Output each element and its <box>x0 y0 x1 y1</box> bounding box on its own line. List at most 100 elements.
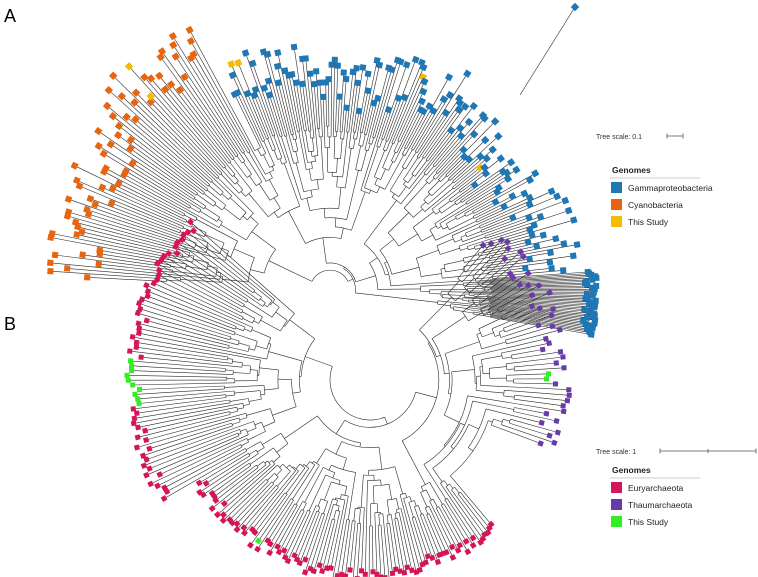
legend-a-swatch-cyanobacteria <box>611 199 622 210</box>
tree-b-branch <box>181 239 254 293</box>
tree-a-leaf-marker <box>481 169 491 178</box>
tree-b-leaf-marker <box>233 525 241 534</box>
tree-a-branch-arc <box>348 147 354 149</box>
tree-b-leaf-marker <box>132 391 138 398</box>
tree-a-branch <box>482 261 550 272</box>
tree-b-branch <box>275 311 288 321</box>
tree-b-leaf-marker <box>503 238 511 246</box>
tree-a-leaf-marker <box>281 67 289 75</box>
tree-a-branch <box>411 157 424 175</box>
tree-a-branches <box>50 6 597 335</box>
tree-a-branch <box>431 167 485 210</box>
tree-b-branch <box>227 358 233 360</box>
tree-a-leaf-marker <box>107 199 116 207</box>
tree-a-leaf-marker <box>569 252 577 260</box>
tree-a-leaf-marker <box>463 69 472 78</box>
tree-a-leaf-marker <box>104 85 114 95</box>
tree-b-branch <box>319 518 333 566</box>
tree-b-leaf-marker <box>560 408 567 415</box>
tree-b-branch <box>259 367 279 371</box>
tree-b-leaf-marker <box>189 227 198 235</box>
tree-b-branch <box>447 280 461 294</box>
tree-b-branch <box>136 417 240 448</box>
tree-a-leaf-marker <box>233 88 242 97</box>
tree-a-branch <box>310 190 313 197</box>
tree-b-leaf-marker <box>316 562 323 569</box>
tree-a-branch <box>438 200 451 210</box>
tree-a-leaf-marker <box>128 158 137 168</box>
tree-b-branch <box>425 489 432 501</box>
tree-b-branch <box>248 398 262 402</box>
tree-b-leaf-marker <box>281 553 289 561</box>
tree-a-leaf-marker <box>157 47 167 56</box>
tree-b-branch <box>431 316 466 339</box>
tree-b-branch <box>429 482 443 505</box>
tree-b-branch <box>138 323 230 346</box>
tree-a-leaf-marker <box>480 135 490 145</box>
tree-a-branch <box>218 219 223 223</box>
tree-b-branch <box>443 480 448 486</box>
tree-a-leaf-marker <box>260 84 269 92</box>
tree-a-branch <box>233 248 255 258</box>
tree-b-branch <box>450 446 454 450</box>
tree-a-leaf-marker <box>96 246 104 254</box>
tree-a-branch <box>397 81 425 141</box>
tree-b-branch <box>159 434 249 475</box>
tree-a-branch <box>233 158 248 178</box>
tree-a-branch <box>273 197 281 209</box>
tree-a-branch <box>489 243 564 259</box>
tree-a-branch-arc <box>232 158 235 160</box>
tree-a-branch <box>150 101 221 176</box>
tree-b-branch-arc <box>293 466 299 472</box>
tree-b-branch <box>499 295 533 313</box>
tree-a-branch <box>76 180 184 227</box>
tree-b-leaf-marker <box>240 529 249 537</box>
tree-b-branch <box>454 487 460 494</box>
tree-a-branch <box>130 148 197 196</box>
tree-a-branch <box>377 288 421 290</box>
tree-b-leaf-marker <box>448 543 456 551</box>
tree-a-branch <box>174 261 187 265</box>
tree-a-branch <box>298 131 307 170</box>
tree-b-branch <box>397 518 408 568</box>
tree-a-branch <box>466 283 483 285</box>
tree-b-branch <box>277 471 291 487</box>
tree-b-branch <box>292 391 301 394</box>
tree-a-branch <box>360 61 401 191</box>
tree-b-branch <box>229 410 238 414</box>
tree-a-branch <box>346 71 354 132</box>
tree-b-branch <box>344 486 348 496</box>
tree-b-branch <box>305 461 311 467</box>
tree-b-branch <box>248 348 255 351</box>
legend-b-label-euryarchaeota: Euryarchaeota <box>628 483 684 493</box>
tree-a-leaf-marker <box>526 225 534 234</box>
tree-a-branch <box>480 217 513 231</box>
tree-b-leaf-marker <box>184 228 192 236</box>
tree-b-leaf-marker <box>382 575 388 577</box>
tree-b-branch <box>489 366 507 369</box>
tree-b-branch <box>497 285 539 310</box>
tree-a-branch <box>94 204 186 238</box>
tree-b-branch <box>357 523 361 577</box>
tree-b-leaf-marker <box>542 335 549 342</box>
tree-a-branch-arc <box>194 242 197 248</box>
tree-a-branch <box>160 56 235 159</box>
tree-a-leaf-marker <box>71 218 80 226</box>
tree-a-branch <box>199 210 218 222</box>
tree-b-leaf-marker <box>133 339 140 346</box>
tree-a-leaf-marker <box>70 161 79 170</box>
tree-a-branch <box>434 135 462 167</box>
tree-a-branch <box>360 150 367 172</box>
tree-b-branch-arc <box>266 337 272 350</box>
tree-b-leaf-marker <box>338 571 345 577</box>
tree-a-leaf-marker <box>559 267 567 274</box>
tree-b-branch <box>149 422 232 449</box>
tree-a-leaf-marker <box>520 189 529 198</box>
tree-a-branch <box>376 109 389 147</box>
tree-b-branch <box>340 494 342 500</box>
tree-b-leaf-marker <box>143 436 150 444</box>
tree-a-branch-arc <box>179 230 181 233</box>
tree-a-branch-arc <box>379 250 393 275</box>
tree-b-leaf-marker <box>266 549 274 557</box>
tree-b-branch <box>513 411 557 422</box>
